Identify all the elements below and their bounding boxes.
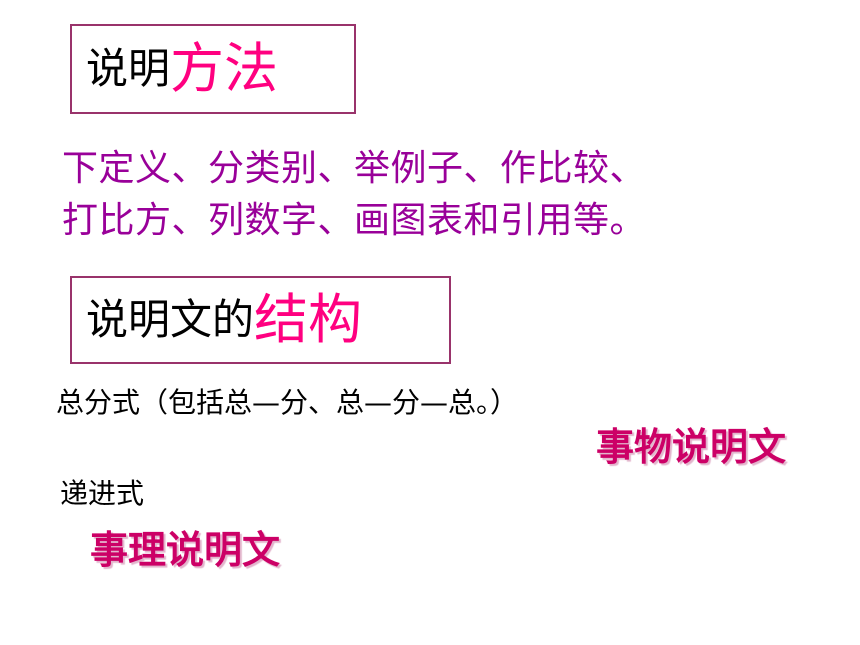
reason-explanation-label: 事理说明文 — [90, 528, 281, 572]
structure-title-highlight: 结构 — [254, 288, 363, 351]
structure-title-prefix: 说明文的 — [86, 295, 255, 344]
methods-title-prefix: 说明 — [86, 44, 171, 93]
structure-general-text: 总分式（包括总—分、总—分—总。） — [56, 386, 519, 419]
methods-list-line-1: 下定义、分类别、举例子、作比较、 — [62, 148, 647, 189]
structure-progressive-text: 递进式 — [60, 477, 145, 510]
methods-title-box: 说明方法 — [70, 24, 356, 114]
thing-explanation-label: 事物说明文 — [596, 425, 787, 469]
structure-title-box: 说明文的结构 — [70, 276, 451, 364]
methods-title-highlight: 方法 — [170, 37, 279, 100]
methods-list-line-2: 打比方、列数字、画图表和引用等。 — [62, 200, 647, 241]
